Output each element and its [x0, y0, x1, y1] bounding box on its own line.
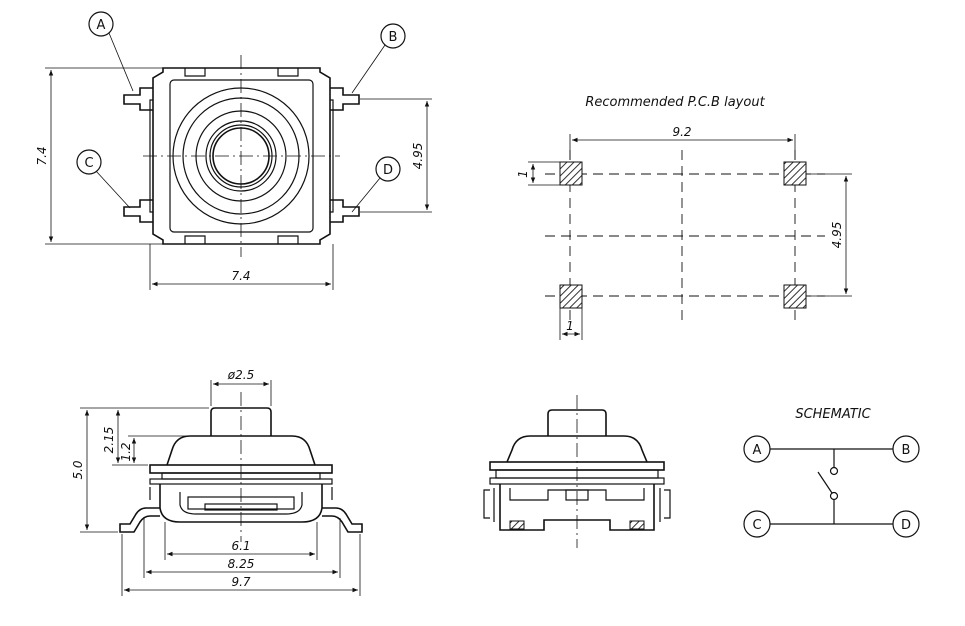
dim-top-width: 7.4 [231, 269, 250, 283]
pcb-pad-a [559, 161, 583, 186]
side-actuator [210, 407, 272, 436]
top-pin-label-c: C [76, 149, 131, 209]
top-view-body [152, 67, 331, 245]
dim-side-total-height: 5.0 [71, 460, 85, 479]
dim-side-frame: 8.25 [228, 557, 255, 571]
svg-text:B: B [902, 443, 911, 458]
svg-text:A: A [753, 443, 762, 458]
side-body [159, 484, 323, 523]
pcb-layout-title: Recommended P.C.B layout [585, 95, 765, 110]
svg-text:D: D [901, 518, 911, 533]
svg-text:B: B [389, 30, 398, 45]
schematic-pin-d: D [892, 510, 920, 538]
top-view: A B C D 7.4 7.4 4.95 [35, 11, 432, 290]
dim-side-diameter: ø2.5 [227, 368, 254, 382]
switch-contact-top [829, 466, 839, 476]
top-pin-label-a: A [88, 11, 134, 92]
switch-contact-bottom [829, 491, 839, 501]
side-view: ø2.5 5.0 2.15 1.2 6.1 8.25 9.7 [71, 368, 363, 596]
dim-side-body: 6.1 [231, 539, 250, 553]
dim-top-height: 7.4 [35, 146, 49, 165]
dim-pcb-pitch: 4.95 [830, 222, 844, 249]
svg-text:C: C [752, 518, 761, 533]
side-leg-left [119, 507, 160, 533]
section-body [499, 484, 655, 531]
section-view [483, 395, 671, 548]
pcb-pad-c [559, 284, 583, 309]
dim-pcb-pad-width: 1 [566, 319, 574, 333]
pcb-pad-d [783, 284, 807, 309]
dim-pcb-width: 9.2 [672, 125, 691, 139]
top-pin-label-b: B [351, 23, 406, 94]
dim-side-overall: 9.7 [231, 575, 250, 589]
dim-top-pin-pitch: 4.95 [411, 143, 425, 170]
dim-side-stem-height: 1.2 [119, 442, 133, 461]
schematic: SCHEMATIC A B C D [743, 407, 920, 538]
top-pin-label-d: D [351, 156, 401, 213]
schematic-pin-b: B [892, 435, 920, 463]
dim-side-cap-height: 2.15 [102, 427, 116, 454]
schematic-title: SCHEMATIC [795, 407, 871, 422]
switch-lever [817, 471, 833, 494]
terminal-c [123, 199, 153, 223]
schematic-pin-a: A [743, 435, 771, 463]
svg-text:A: A [97, 18, 106, 33]
pcb-layout: Recommended P.C.B layout 9.2 1 1 4.95 [516, 95, 852, 340]
side-cap [166, 435, 316, 466]
pcb-pad-b [783, 161, 807, 186]
terminal-a [123, 87, 153, 111]
dim-pcb-pad-height: 1 [516, 170, 530, 178]
svg-text:D: D [383, 163, 393, 178]
terminal-b [330, 87, 360, 111]
svg-text:C: C [84, 156, 93, 171]
terminal-d [330, 199, 360, 223]
schematic-pin-c: C [743, 510, 771, 538]
side-leg-right [322, 507, 363, 533]
